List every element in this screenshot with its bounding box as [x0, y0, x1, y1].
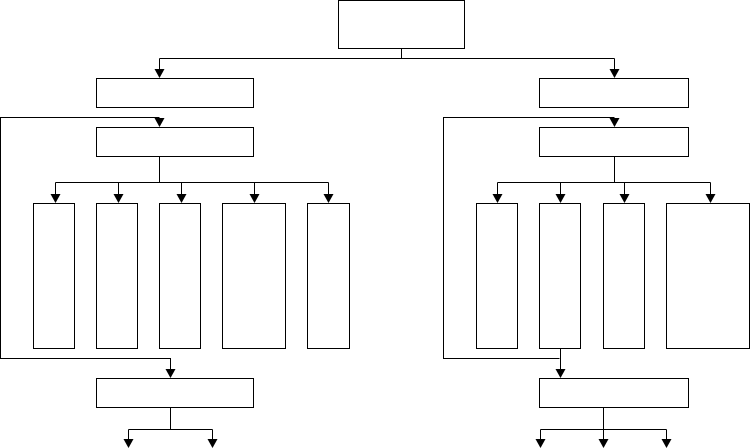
- arrow-left-item-4: [249, 194, 260, 203]
- right-loop: [443, 117, 615, 359]
- arrow-right-item-1: [492, 194, 503, 203]
- arrow-right-item-4: [705, 194, 716, 203]
- arrow-left-bottom: [165, 369, 176, 378]
- right-bottom-box: [539, 378, 689, 408]
- arrow-right-level1: [609, 69, 620, 78]
- arrow-right-out-2: [598, 439, 609, 448]
- arrow-left-out-2: [207, 439, 218, 448]
- arrow-left-out-1: [123, 439, 134, 448]
- arrow-right-bottom: [555, 369, 566, 378]
- right-level2-box: [539, 127, 689, 157]
- root-box: [338, 0, 465, 49]
- left-item-box-4: [222, 203, 286, 349]
- left-item-box-3: [159, 203, 201, 349]
- left-item-box-5: [307, 203, 350, 349]
- arrow-right-level2: [609, 118, 620, 127]
- arrow-right-out-1: [535, 439, 546, 448]
- arrow-left-level1: [154, 69, 165, 78]
- right-item-box-2: [539, 203, 581, 349]
- left-level2-box: [96, 127, 254, 157]
- arrow-left-item-3: [176, 194, 187, 203]
- arrow-right-item-2: [555, 194, 566, 203]
- left-level1-box: [96, 78, 254, 108]
- arrow-left-item-2: [113, 194, 124, 203]
- arrow-right-out-3: [661, 439, 672, 448]
- left-bottom-box: [96, 378, 254, 408]
- arrow-right-item-3: [619, 194, 630, 203]
- arrow-left-level2: [154, 118, 165, 127]
- right-item-box-1: [476, 203, 518, 349]
- right-level1-box: [539, 78, 689, 108]
- arrow-left-item-1: [50, 194, 61, 203]
- right-item-box-4: [666, 203, 750, 349]
- left-item-box-1: [33, 203, 75, 349]
- arrow-left-item-5: [323, 194, 334, 203]
- left-item-box-2: [96, 203, 138, 349]
- right-item-box-3: [603, 203, 645, 349]
- left-loop: [0, 117, 171, 371]
